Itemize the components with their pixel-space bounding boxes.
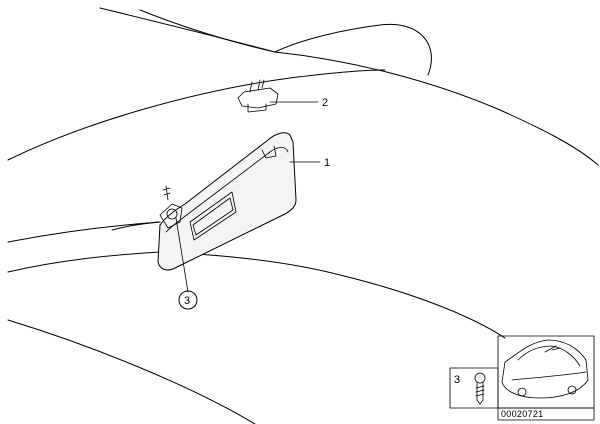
sun-visor: [157, 132, 297, 271]
drawing-code-box: 00020721: [497, 407, 595, 421]
screw-inset-label: 3: [454, 374, 460, 386]
screw-inset: 3: [449, 367, 499, 409]
callout-3-circle: 3: [178, 290, 198, 310]
callout-1: 1: [324, 157, 330, 169]
leader-lines: [175, 101, 321, 293]
windshield-outline: [7, 221, 506, 424]
callout-3: 3: [184, 295, 190, 307]
drawing-code: 00020721: [501, 409, 543, 419]
visor-clip: [237, 79, 279, 113]
car-overview-inset: [497, 335, 595, 409]
roof-outline: [7, 7, 599, 166]
callout-2: 2: [322, 97, 328, 109]
visor-mount: [159, 185, 183, 229]
